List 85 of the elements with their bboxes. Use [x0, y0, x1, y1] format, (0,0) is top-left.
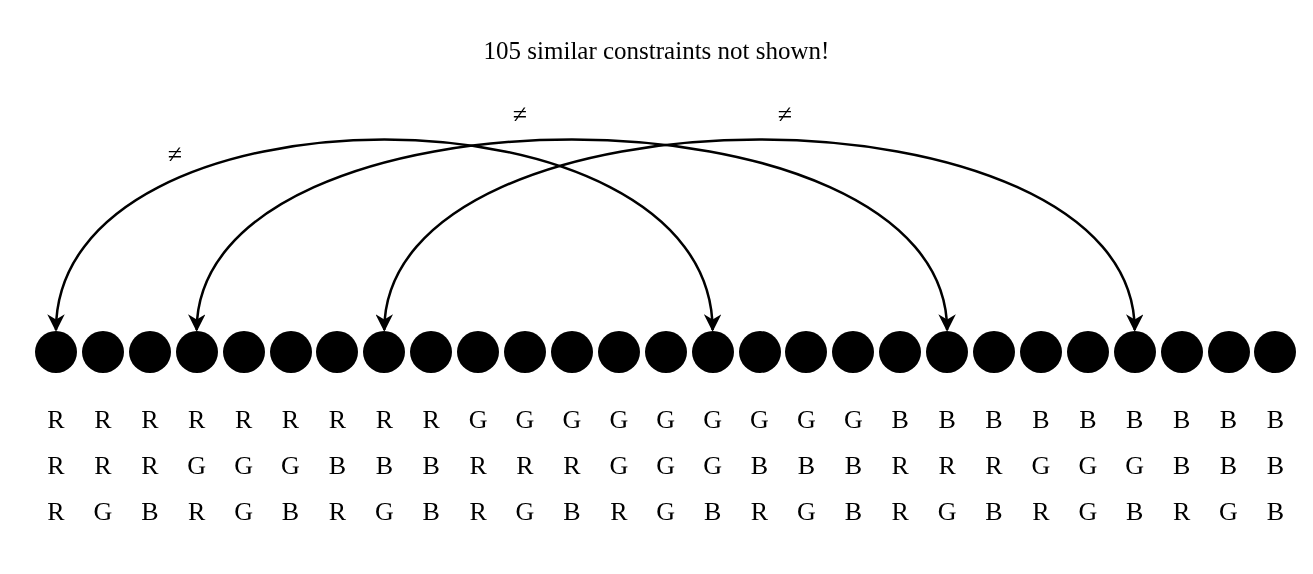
color-letter: G	[703, 407, 722, 433]
color-letter: R	[47, 499, 65, 525]
color-letter: G	[843, 407, 863, 433]
color-letter: G	[797, 407, 816, 433]
color-letter: R	[188, 407, 206, 433]
color-letter: R	[188, 499, 206, 525]
color-letter: R	[94, 453, 112, 479]
color-letter: B	[891, 407, 909, 433]
color-letter: R	[610, 499, 628, 525]
color-letter: G	[374, 499, 394, 525]
color-letter: G	[656, 453, 676, 479]
color-letter: B	[1266, 453, 1285, 479]
edge-label: ≠	[512, 102, 528, 128]
color-letter: B	[703, 499, 722, 525]
color-letter: R	[1172, 499, 1191, 525]
color-letter: B	[328, 453, 347, 479]
color-letter: B	[375, 453, 393, 479]
color-letter: G	[515, 407, 535, 433]
edge-label: ≠	[167, 142, 183, 168]
color-letter: R	[94, 407, 112, 433]
color-letter: B	[281, 499, 300, 525]
color-letter: R	[516, 453, 534, 479]
color-letter: B	[1079, 407, 1097, 433]
color-letter: R	[938, 453, 956, 479]
color-letter: G	[797, 499, 816, 525]
color-letter: G	[1078, 453, 1098, 479]
color-letter: R	[328, 407, 347, 433]
color-letter: B	[844, 499, 862, 525]
color-letter: B	[938, 407, 956, 433]
color-letter: R	[47, 453, 65, 479]
color-letter: R	[281, 407, 300, 433]
color-letter: B	[1172, 453, 1191, 479]
color-letter: R	[141, 453, 159, 479]
color-letter: B	[1219, 407, 1238, 433]
color-letter: G	[1219, 499, 1238, 525]
color-letter: R	[563, 453, 581, 479]
color-letter: R	[985, 453, 1003, 479]
color-letter: R	[891, 453, 909, 479]
color-letter: B	[1126, 499, 1144, 525]
title: 105 similar constraints not shown!	[482, 38, 831, 63]
color-letter: R	[469, 499, 487, 525]
color-letter: B	[1172, 407, 1191, 433]
color-letter: G	[187, 453, 207, 479]
color-letter: R	[328, 499, 347, 525]
color-letter: G	[234, 453, 253, 479]
edge-label: ≠	[777, 102, 793, 128]
color-letter: R	[750, 499, 769, 525]
color-letter: B	[422, 453, 440, 479]
color-letter: B	[797, 453, 816, 479]
color-letter: G	[937, 499, 957, 525]
color-letter: G	[234, 499, 253, 525]
color-letter: G	[515, 499, 535, 525]
color-letter: G	[609, 407, 629, 433]
color-letter: B	[985, 499, 1003, 525]
color-letter: G	[1031, 453, 1051, 479]
color-letter: G	[703, 453, 722, 479]
color-letter: R	[234, 407, 253, 433]
color-letter: G	[468, 407, 488, 433]
color-letter: G	[656, 499, 676, 525]
color-letter: G	[656, 407, 676, 433]
color-letter: B	[1266, 499, 1285, 525]
color-letter: B	[1219, 453, 1238, 479]
color-letter: R	[469, 453, 487, 479]
color-letter: R	[47, 407, 65, 433]
color-letter: G	[281, 453, 300, 479]
color-letter: B	[750, 453, 769, 479]
color-letter: R	[422, 407, 440, 433]
color-letter: B	[1032, 407, 1050, 433]
color-letter: R	[141, 407, 159, 433]
color-letter: R	[891, 499, 909, 525]
color-letter: B	[985, 407, 1003, 433]
color-letter: G	[562, 407, 582, 433]
color-letter: R	[375, 407, 393, 433]
color-letter: R	[1032, 499, 1050, 525]
color-letter: B	[563, 499, 581, 525]
color-letter: B	[1126, 407, 1144, 433]
color-letter: B	[422, 499, 440, 525]
color-letter: G	[93, 499, 113, 525]
color-letter: B	[141, 499, 159, 525]
color-letter: B	[1266, 407, 1285, 433]
color-letter: G	[609, 453, 629, 479]
color-letter: G	[1125, 453, 1145, 479]
color-letter: G	[1078, 499, 1098, 525]
color-letter: B	[844, 453, 862, 479]
color-letter: G	[750, 407, 769, 433]
